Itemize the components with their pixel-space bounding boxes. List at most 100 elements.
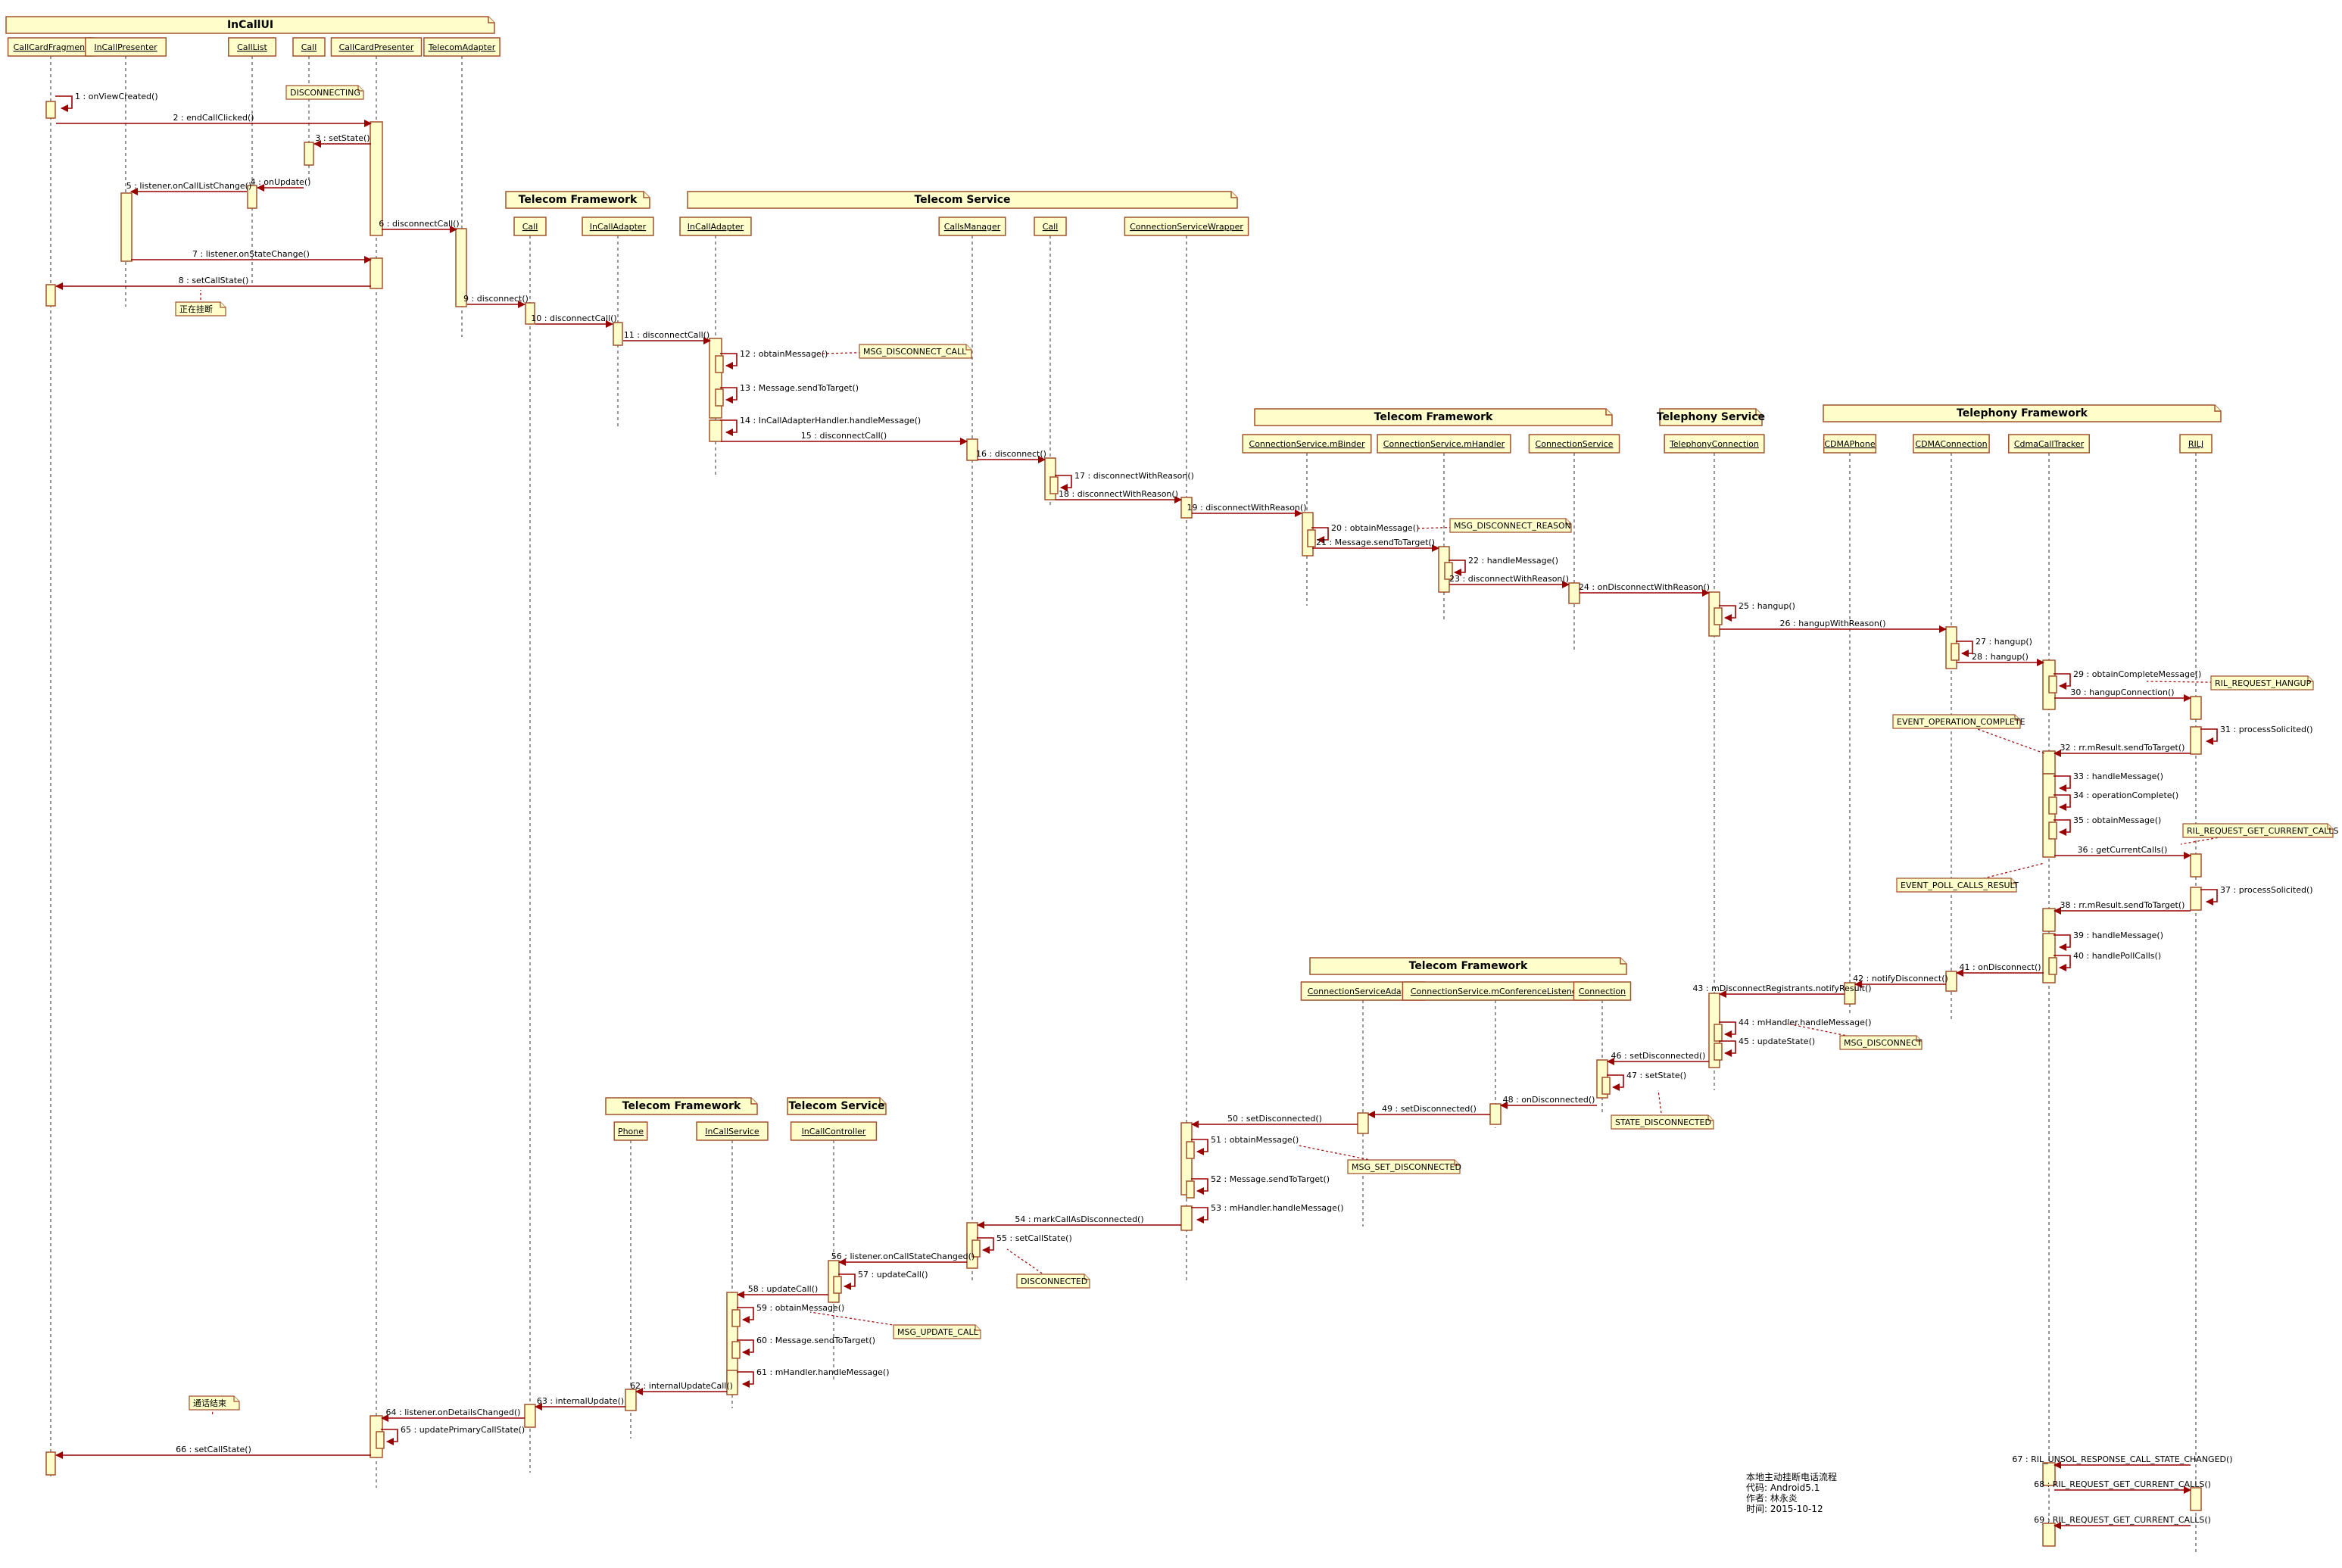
note-label: MSG_DISCONNECT (1844, 1038, 1923, 1048)
message-46: 46 : setDisconnected() (1607, 1051, 1709, 1065)
activation-bar (2190, 887, 2202, 911)
note-label: MSG_DISCONNECT_CALL (863, 347, 967, 357)
message-label: 54 : markCallAsDisconnected() (1015, 1214, 1143, 1224)
object-label: InCallController (802, 1127, 866, 1136)
message-label: 46 : setDisconnected() (1611, 1051, 1706, 1061)
message-50: 50 : setDisconnected() (1191, 1114, 1358, 1128)
group-header-2: Telecom Framework (505, 191, 650, 209)
message-13: 13 : Message.sendToTarget() (720, 383, 859, 404)
message-label: 6 : disconnectCall() (379, 219, 459, 229)
activation-bar (120, 192, 133, 262)
activation-bar (2048, 957, 2057, 975)
message-label: 51 : obtainMessage() (1211, 1135, 1299, 1145)
message-39: 39 : handleMessage() (2054, 931, 2163, 951)
message-arrow (737, 1339, 754, 1356)
message-label: 20 : obtainMessage() (1331, 523, 1419, 533)
object-label: InCallService (705, 1127, 759, 1136)
message-5: 5 : listener.onCallListChange() (126, 181, 252, 195)
message-label: 35 : obtainMessage() (2073, 815, 2161, 825)
message-label: 29 : obtainCompleteMessage() (2073, 669, 2201, 679)
message-arrow (737, 1307, 754, 1323)
lifeline-object: TelecomAdapter (423, 37, 501, 337)
activation-bar (1601, 1077, 1611, 1095)
message-label: 9 : disconnect() (463, 294, 529, 304)
message-14: 14 : InCallAdapterHandler.handleMessage(… (720, 416, 921, 436)
message-label: 39 : handleMessage() (2073, 931, 2163, 940)
lifeline-object: TelephonyConnection (1664, 434, 1765, 1090)
lifeline-object: CDMAConnection (1913, 434, 1990, 1022)
message-arrow (2054, 775, 2071, 792)
message-22: 22 : handleMessage() (1449, 556, 1558, 576)
activation-bar (45, 284, 56, 307)
activation-bar (45, 1451, 56, 1476)
message-label: 61 : mHandler.handleMessage() (756, 1367, 890, 1377)
message-53: 53 : mHandler.handleMessage() (1191, 1203, 1344, 1224)
note-label: 正在挂断 (179, 304, 213, 314)
message-label: 60 : Message.sendToTarget() (756, 1336, 875, 1345)
message-21: 21 : Message.sendToTarget() (1312, 538, 1439, 552)
message-arrow (977, 1237, 994, 1254)
activation-bar (1180, 497, 1193, 519)
message-58: 58 : updateCall() (737, 1284, 828, 1298)
message-67: 67 : RIL_UNSOL_RESPONSE_CALL_STATE_CHANG… (2012, 1454, 2233, 1469)
message-40: 40 : handlePollCalls() (2054, 951, 2161, 971)
object-label: CallCardFragment (14, 42, 89, 52)
message-29: 29 : obtainCompleteMessage() (2054, 669, 2201, 690)
message-28: 28 : hangup() (1957, 652, 2044, 666)
object-label: CallsManager (944, 222, 1001, 232)
object-label: Call (1043, 222, 1059, 232)
activation-bar (2190, 853, 2202, 878)
activation-bar (731, 1341, 741, 1359)
message-label: 19 : disconnectWithReason() (1187, 503, 1307, 513)
message-30: 30 : hangupConnection() (2054, 687, 2191, 702)
message-label: 8 : setCallState() (179, 276, 249, 285)
group-header-label: Telecom Framework (622, 1100, 741, 1112)
message-62: 62 : internalUpdateCall() (630, 1381, 733, 1395)
message-15: 15 : disconnectCall() (721, 431, 968, 445)
activation-bar (304, 142, 314, 166)
message-arrow (720, 387, 738, 404)
message-label: 43 : mDisconnectRegistrants.notifyResult… (1692, 984, 1871, 993)
message-label: 7 : listener.onStateChange() (192, 249, 310, 259)
lifeline-object: InCallController (790, 1121, 878, 1382)
message-label: 66 : setCallState() (176, 1445, 251, 1454)
message-60: 60 : Message.sendToTarget() (737, 1336, 875, 1356)
message-label: 50 : setDisconnected() (1227, 1114, 1322, 1124)
activation-bar (1568, 582, 1580, 604)
message-54: 54 : markCallAsDisconnected() (977, 1214, 1181, 1229)
message-label: 5 : listener.onCallListChange() (126, 181, 252, 191)
message-label: 26 : hangupWithReason() (1780, 619, 1886, 628)
activation-bar (247, 185, 257, 209)
message-38: 38 : rr.mResult.sendToTarget() (2054, 900, 2191, 915)
legend-time: 时间: 2015-10-12 (1746, 1504, 1823, 1514)
object-label: ConnectionService.mHandler (1383, 439, 1505, 449)
lifeline-object: Call (513, 217, 547, 1473)
message-label: 12 : obtainMessage() (740, 349, 828, 359)
group-header-9: Telecom Service (787, 1097, 887, 1115)
object-label: InCallAdapter (590, 222, 647, 232)
message-1: 1 : onViewCreated() (55, 92, 158, 112)
message-9: 9 : disconnect() (463, 294, 529, 308)
object-label: CdmaCallTracker (2014, 439, 2085, 449)
message-label: 33 : handleMessage() (2073, 772, 2163, 781)
lifeline-object: CdmaCallTracker (2008, 434, 2090, 1548)
object-label: ConnectionService (1536, 439, 1614, 449)
activation-bar (731, 1309, 741, 1327)
activation-bar (833, 1276, 842, 1294)
message-arrow (2200, 889, 2218, 906)
note-1: DISCONNECTING (285, 85, 364, 100)
activation-bar (455, 228, 467, 307)
activation-bar (709, 419, 722, 442)
activation-bar (2042, 1523, 2056, 1547)
message-arrow (1191, 1178, 1208, 1195)
activation-bar (2042, 1462, 2056, 1486)
message-arrow (2054, 673, 2071, 690)
message-arrow (1191, 1207, 1208, 1224)
activation-bar (2042, 750, 2056, 775)
message-label: 47 : setState() (1626, 1071, 1686, 1080)
message-2: 2 : endCallClicked() (56, 113, 372, 127)
object-label: Phone (618, 1127, 644, 1136)
group-header-label: Telecom Service (914, 194, 1010, 206)
message-44: 44 : mHandler.handleMessage() (1719, 1018, 1872, 1038)
message-32: 32 : rr.mResult.sendToTarget() (2054, 743, 2191, 757)
